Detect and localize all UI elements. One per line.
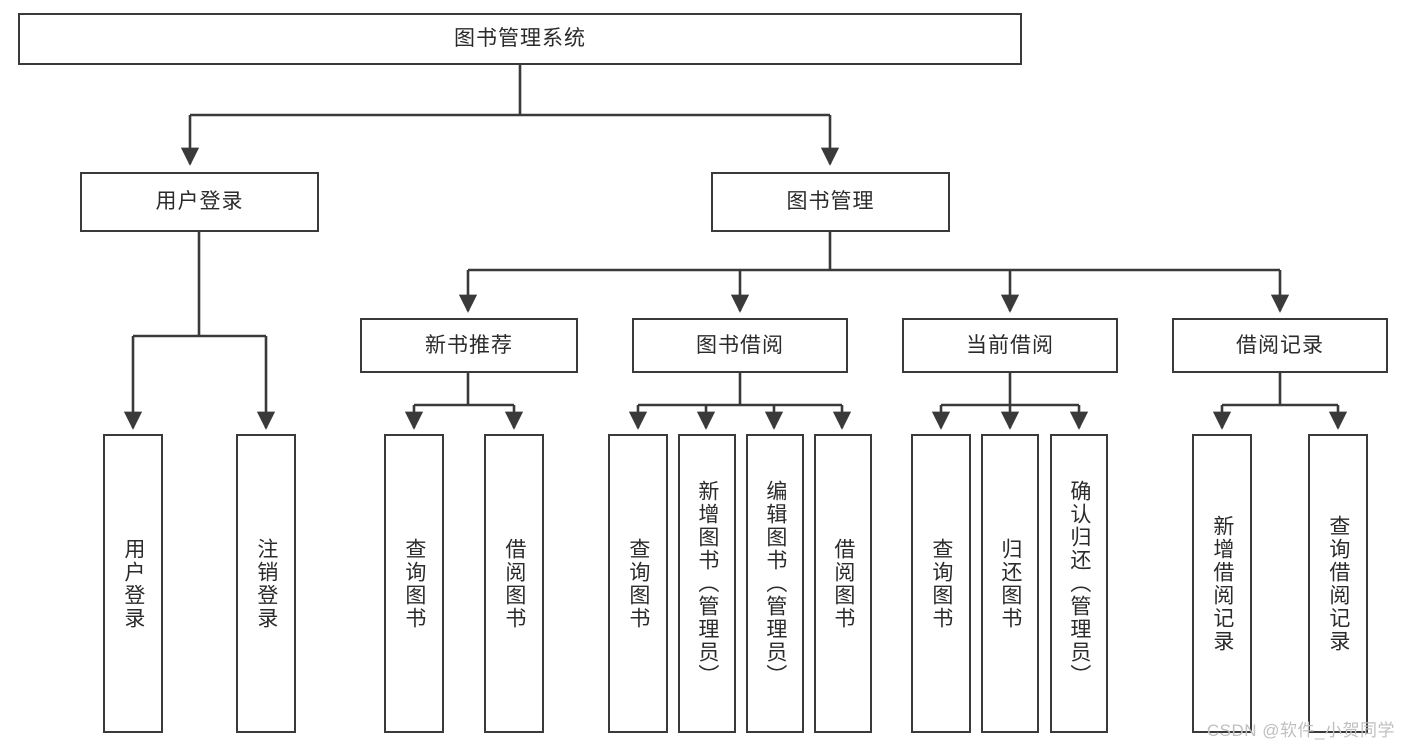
node-new-book-recommend[interactable]: 新书推荐	[360, 318, 578, 373]
node-label: 新增借阅记录	[1210, 514, 1234, 653]
leaf-user-login-logout[interactable]: 注销登录	[236, 434, 296, 733]
leaf-book-borrow-borrow-books[interactable]: 借阅图书	[814, 434, 872, 733]
node-label: 查询图书	[626, 537, 650, 630]
node-label: 图书借阅	[696, 333, 784, 357]
node-borrow-record[interactable]: 借阅记录	[1172, 318, 1388, 373]
leaf-user-login-login[interactable]: 用户登录	[103, 434, 163, 733]
leaf-borrow-record-add-record[interactable]: 新增借阅记录	[1192, 434, 1252, 733]
leaf-new-book-borrow-books[interactable]: 借阅图书	[484, 434, 544, 733]
node-label: 查询图书	[929, 537, 953, 630]
node-label: 用户登录	[155, 190, 244, 214]
node-label: 借阅记录	[1236, 333, 1324, 357]
leaf-book-borrow-add-book-admin[interactable]: 新增图书（管理员）	[678, 434, 736, 733]
leaf-current-borrow-return-books[interactable]: 归还图书	[981, 434, 1039, 733]
node-label: 查询借阅记录	[1326, 514, 1350, 653]
node-current-borrow[interactable]: 当前借阅	[902, 318, 1118, 373]
node-label: 图书管理	[786, 190, 875, 214]
leaf-current-borrow-confirm-return-admin[interactable]: 确认归还（管理员）	[1050, 434, 1108, 733]
node-label: 新增图书（管理员）	[695, 480, 719, 687]
node-label: 图书管理系统	[454, 27, 586, 51]
node-label: 查询图书	[402, 537, 426, 630]
node-label: 当前借阅	[966, 333, 1054, 357]
leaf-current-borrow-query-books[interactable]: 查询图书	[911, 434, 971, 733]
node-label: 用户登录	[121, 537, 145, 630]
node-label: 注销登录	[254, 537, 278, 630]
node-book-borrow[interactable]: 图书借阅	[632, 318, 848, 373]
node-user-login[interactable]: 用户登录	[80, 172, 319, 232]
node-label: 编辑图书（管理员）	[763, 480, 787, 687]
leaf-book-borrow-edit-book-admin[interactable]: 编辑图书（管理员）	[746, 434, 804, 733]
node-label: 借阅图书	[502, 537, 526, 630]
node-label: 确认归还（管理员）	[1067, 480, 1091, 687]
leaf-new-book-query-books[interactable]: 查询图书	[384, 434, 444, 733]
node-root-book-management-system[interactable]: 图书管理系统	[18, 13, 1022, 65]
leaf-book-borrow-query-books[interactable]: 查询图书	[608, 434, 668, 733]
node-label: 归还图书	[998, 537, 1022, 630]
node-label: 新书推荐	[425, 333, 513, 357]
node-label: 借阅图书	[831, 537, 855, 630]
node-book-management[interactable]: 图书管理	[711, 172, 950, 232]
leaf-borrow-record-query-record[interactable]: 查询借阅记录	[1308, 434, 1368, 733]
csdn-watermark: CSDN @软件_小贺同学	[1206, 721, 1395, 740]
